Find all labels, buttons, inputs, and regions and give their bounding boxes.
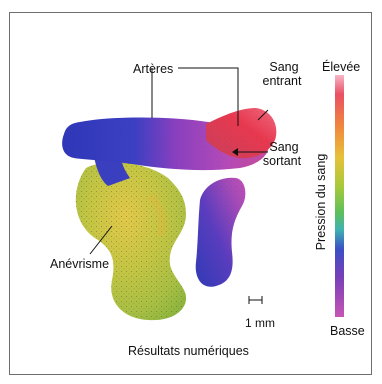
blood-out-label-line2: sortant <box>258 154 306 168</box>
colorbar-low-label: Basse <box>330 324 365 338</box>
blood-out-label-line1: Sang <box>262 140 306 154</box>
colorbar-high-label: Élevée <box>322 60 360 74</box>
aneurysm-body <box>76 162 186 320</box>
scale-label: 1 mm <box>245 316 275 330</box>
outlet-vessel <box>196 178 246 287</box>
arteries-label: Artères <box>133 62 173 76</box>
scale-bar <box>249 296 262 304</box>
colorbar-title: Pression du sang <box>314 154 328 251</box>
pressure-colorbar <box>335 75 344 317</box>
aneurysm-label: Anévrisme <box>50 257 109 271</box>
figure-caption: Résultats numériques <box>128 344 249 358</box>
blood-in-label-line1: Sang <box>262 60 306 74</box>
blood-in-label-line2: entrant <box>258 74 306 88</box>
